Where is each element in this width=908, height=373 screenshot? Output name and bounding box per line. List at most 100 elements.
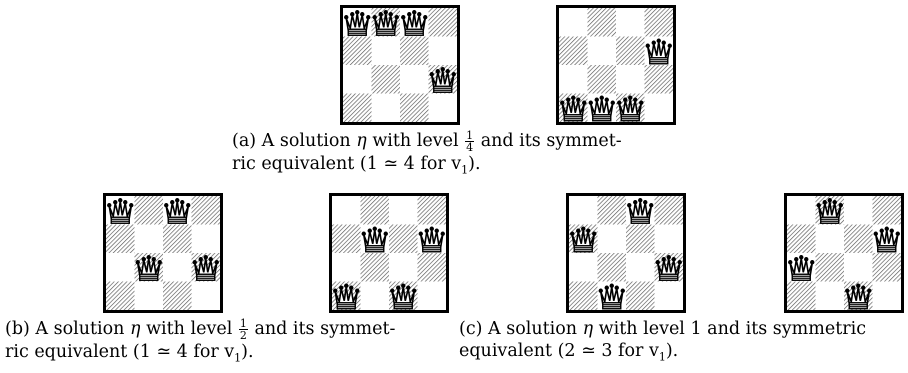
- dark-square: [417, 196, 446, 225]
- light-square: [428, 93, 457, 122]
- light-square: [332, 253, 361, 282]
- dark-square: [332, 224, 361, 253]
- dark-square: [163, 224, 192, 253]
- light-square: [559, 65, 588, 94]
- light-square: [569, 253, 598, 282]
- chessboard-grid: [569, 196, 683, 310]
- light-square: [654, 281, 683, 310]
- dark-square: [872, 253, 901, 282]
- dark-square: [371, 65, 400, 94]
- light-square: [163, 253, 192, 282]
- board-a1: [340, 5, 460, 125]
- queen-icon: [344, 10, 371, 36]
- dark-square: [360, 253, 389, 282]
- light-square: [616, 8, 645, 37]
- chessboard-grid: [343, 8, 457, 122]
- dark-square: [587, 8, 616, 37]
- dark-square: [587, 65, 616, 94]
- dark-square: [844, 224, 873, 253]
- dark-square: [343, 36, 372, 65]
- light-square: [569, 196, 598, 225]
- queen-icon: [570, 226, 597, 253]
- light-square: [844, 253, 873, 282]
- dark-square: [191, 196, 220, 225]
- queen-icon: [372, 10, 399, 36]
- caption-c-line2: equivalent (2 ≃ 3 for v1).: [459, 341, 679, 364]
- chessboard-grid: [559, 8, 673, 122]
- queen-icon: [107, 198, 134, 224]
- light-square: [815, 281, 844, 310]
- chessboard-grid: [332, 196, 446, 310]
- caption-b-line2: ric equivalent (1 ≃ 4 for v1).: [5, 342, 254, 365]
- queen-icon: [655, 255, 682, 281]
- caption-c-line1: (c) A solution η with level 1 and its sy…: [459, 319, 867, 339]
- dark-square: [400, 36, 429, 65]
- queen-icon: [401, 10, 428, 36]
- queen-icon: [645, 38, 672, 65]
- light-square: [343, 65, 372, 94]
- light-square: [389, 196, 418, 225]
- queen-icon: [816, 198, 843, 224]
- dark-square: [417, 253, 446, 282]
- queen-icon: [627, 198, 654, 224]
- dark-square: [597, 196, 626, 225]
- queen-icon: [192, 255, 219, 281]
- dark-square: [163, 281, 192, 310]
- queen-icon: [873, 226, 900, 253]
- dark-square: [815, 253, 844, 282]
- queen-icon: [617, 95, 644, 122]
- light-square: [134, 281, 163, 310]
- board-b2: [329, 193, 449, 313]
- queen-icon: [429, 67, 456, 93]
- board-c1: [566, 193, 686, 313]
- dark-square: [389, 224, 418, 253]
- light-square: [597, 224, 626, 253]
- board-a2: [556, 5, 676, 125]
- light-square: [872, 281, 901, 310]
- light-square: [400, 65, 429, 94]
- dark-square: [626, 224, 655, 253]
- light-square: [644, 93, 673, 122]
- light-square: [428, 36, 457, 65]
- light-square: [371, 36, 400, 65]
- dark-square: [787, 224, 816, 253]
- light-square: [844, 196, 873, 225]
- dark-square: [626, 281, 655, 310]
- light-square: [332, 196, 361, 225]
- dark-square: [787, 281, 816, 310]
- dark-square: [343, 93, 372, 122]
- light-square: [191, 281, 220, 310]
- dark-square: [597, 253, 626, 282]
- queen-icon: [560, 95, 587, 122]
- queen-icon: [418, 226, 445, 253]
- dark-square: [400, 93, 429, 122]
- light-square: [134, 224, 163, 253]
- light-square: [787, 196, 816, 225]
- light-square: [371, 93, 400, 122]
- queen-icon: [588, 95, 615, 122]
- dark-square: [616, 36, 645, 65]
- queen-icon: [390, 283, 417, 310]
- dark-square: [569, 281, 598, 310]
- light-square: [389, 253, 418, 282]
- caption-c: (c) A solution η with level 1 and its sy…: [459, 318, 866, 369]
- dark-square: [644, 8, 673, 37]
- light-square: [587, 36, 616, 65]
- queen-icon: [788, 255, 815, 281]
- dark-square: [872, 196, 901, 225]
- queen-icon: [361, 226, 388, 253]
- light-square: [626, 253, 655, 282]
- light-square: [559, 8, 588, 37]
- dark-square: [106, 224, 135, 253]
- light-square: [616, 65, 645, 94]
- light-square: [360, 281, 389, 310]
- light-square: [106, 253, 135, 282]
- chessboard-grid: [106, 196, 220, 310]
- board-b1: [103, 193, 223, 313]
- queen-icon: [845, 283, 872, 310]
